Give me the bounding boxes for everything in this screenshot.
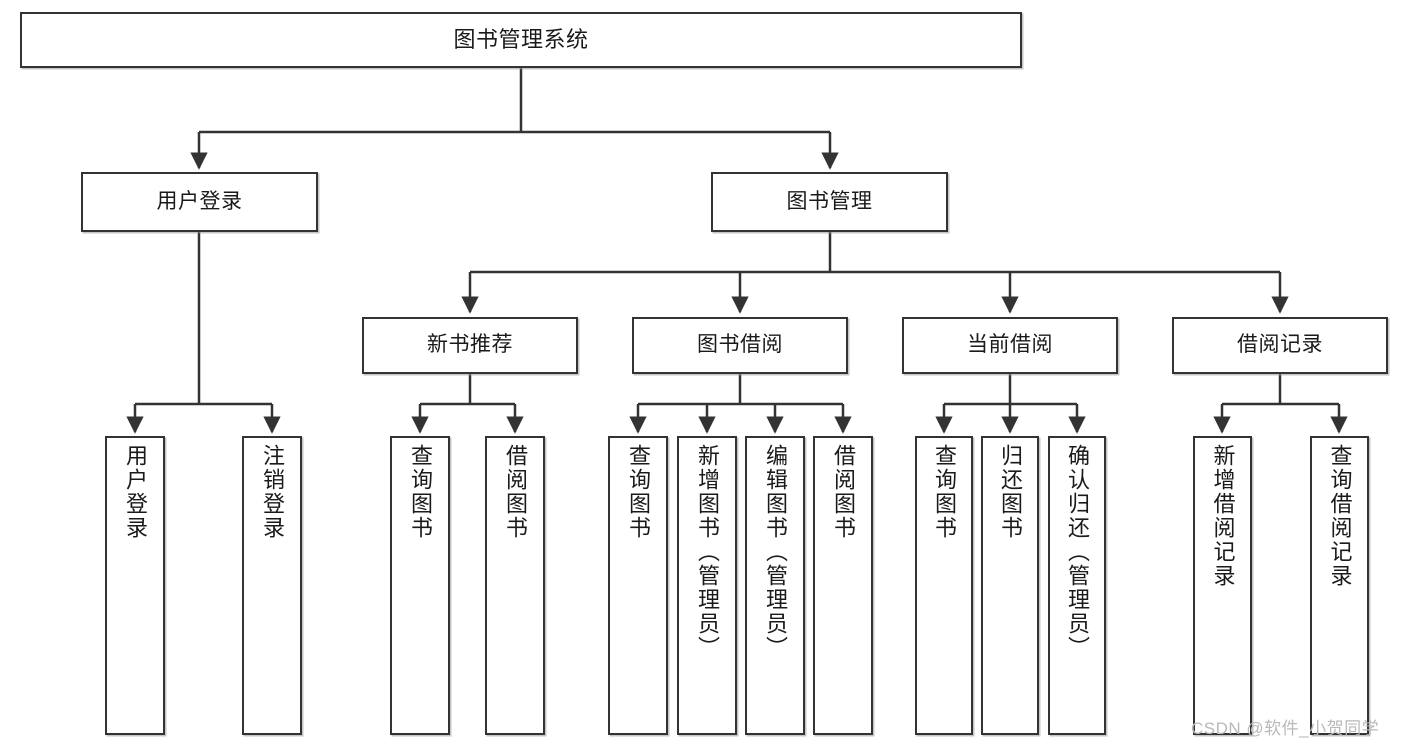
leaf-borrow-record-query-record[interactable]: 查询借阅记录 — [1310, 436, 1369, 735]
node-label: 新增图书（管理员） — [695, 444, 720, 660]
leaf-book-borrow-add-book-admin[interactable]: 新增图书（管理员） — [677, 436, 737, 735]
node-label: 图书借阅 — [697, 333, 783, 357]
leaf-new-book-query-book[interactable]: 查询图书 — [390, 436, 450, 735]
node-label: 新书推荐 — [427, 333, 513, 357]
leaf-book-borrow-edit-book-admin[interactable]: 编辑图书（管理员） — [745, 436, 805, 735]
leaf-borrow-record-add-record[interactable]: 新增借阅记录 — [1193, 436, 1252, 735]
node-label: 注销登录 — [260, 444, 285, 540]
node-root-book-management-system[interactable]: 图书管理系统 — [20, 12, 1022, 68]
node-label: 用户登录 — [123, 444, 148, 540]
node-label: 借阅图书 — [831, 444, 856, 540]
node-current-borrow[interactable]: 当前借阅 — [902, 317, 1118, 374]
leaf-user-login-user-login[interactable]: 用户登录 — [105, 436, 165, 735]
node-label: 查询借阅记录 — [1327, 444, 1353, 588]
node-book-management[interactable]: 图书管理 — [711, 172, 948, 232]
node-borrow-record[interactable]: 借阅记录 — [1172, 317, 1388, 374]
node-label: 归还图书 — [998, 444, 1023, 540]
leaf-new-book-borrow-book[interactable]: 借阅图书 — [485, 436, 545, 735]
node-label: 图书管理系统 — [453, 27, 589, 53]
node-new-book-recommend[interactable]: 新书推荐 — [362, 317, 578, 374]
node-label: 当前借阅 — [967, 333, 1053, 357]
node-label: 编辑图书（管理员） — [763, 444, 788, 660]
leaf-user-login-logout[interactable]: 注销登录 — [242, 436, 302, 735]
leaf-book-borrow-query-book[interactable]: 查询图书 — [608, 436, 668, 735]
node-label: 查询图书 — [932, 444, 957, 540]
node-book-borrow[interactable]: 图书借阅 — [632, 317, 848, 374]
node-label: 新增借阅记录 — [1210, 444, 1236, 588]
node-label: 查询图书 — [626, 444, 651, 540]
node-label: 借阅图书 — [503, 444, 528, 540]
node-label: 查询图书 — [408, 444, 433, 540]
node-label: 借阅记录 — [1237, 333, 1323, 357]
node-user-login[interactable]: 用户登录 — [81, 172, 318, 232]
leaf-current-borrow-return-book[interactable]: 归还图书 — [981, 436, 1039, 735]
node-label: 用户登录 — [156, 189, 243, 213]
node-label: 确认归还（管理员） — [1065, 444, 1090, 660]
leaf-current-borrow-query-book[interactable]: 查询图书 — [915, 436, 973, 735]
leaf-current-borrow-confirm-return-admin[interactable]: 确认归还（管理员） — [1048, 436, 1106, 735]
node-label: 图书管理 — [786, 189, 873, 213]
leaf-book-borrow-borrow-book[interactable]: 借阅图书 — [813, 436, 873, 735]
